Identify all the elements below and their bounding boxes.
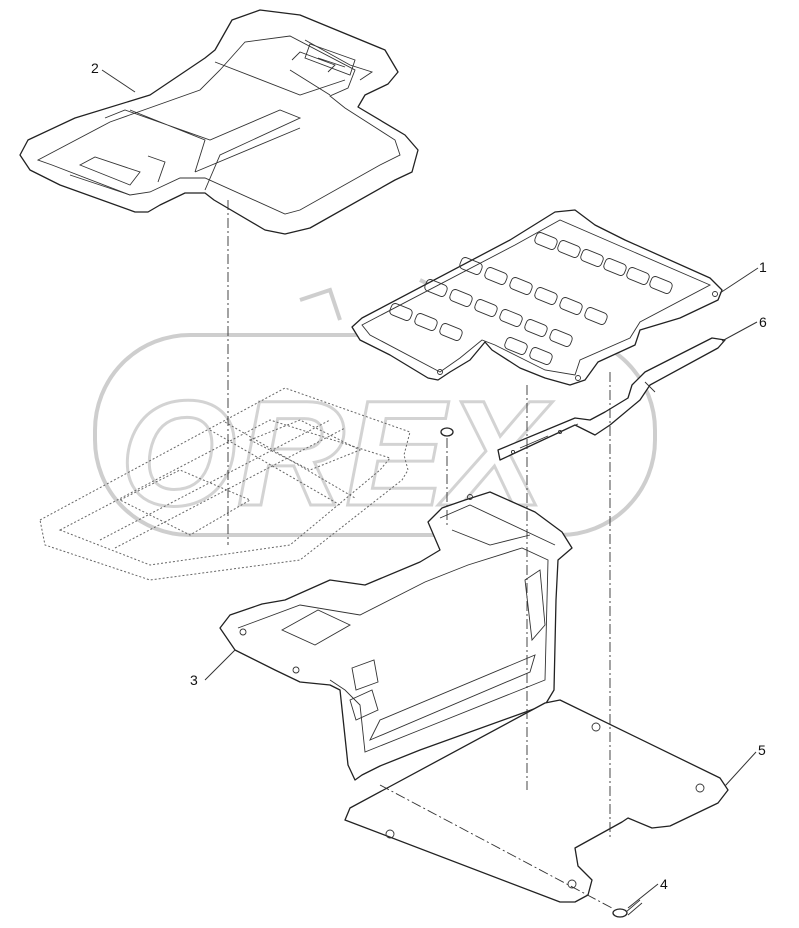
assembly-center-lines <box>227 200 613 909</box>
callout-labels: 2 1 6 3 5 4 <box>91 60 767 909</box>
callout-2: 2 <box>91 60 99 76</box>
support-bracket <box>219 491 573 781</box>
floor-mat-ribbed <box>351 209 723 386</box>
rib-pads <box>389 232 673 365</box>
callout-4: 4 <box>660 876 668 892</box>
floor-frame-outline <box>39 387 411 581</box>
callout-5: 5 <box>758 742 766 758</box>
floor-mat-upper <box>19 9 419 235</box>
base-plate <box>344 699 729 903</box>
callout-6: 6 <box>759 314 767 330</box>
strap-bracket <box>497 337 726 461</box>
callout-1: 1 <box>759 259 767 275</box>
callout-3: 3 <box>190 672 198 688</box>
rivet <box>440 427 643 918</box>
